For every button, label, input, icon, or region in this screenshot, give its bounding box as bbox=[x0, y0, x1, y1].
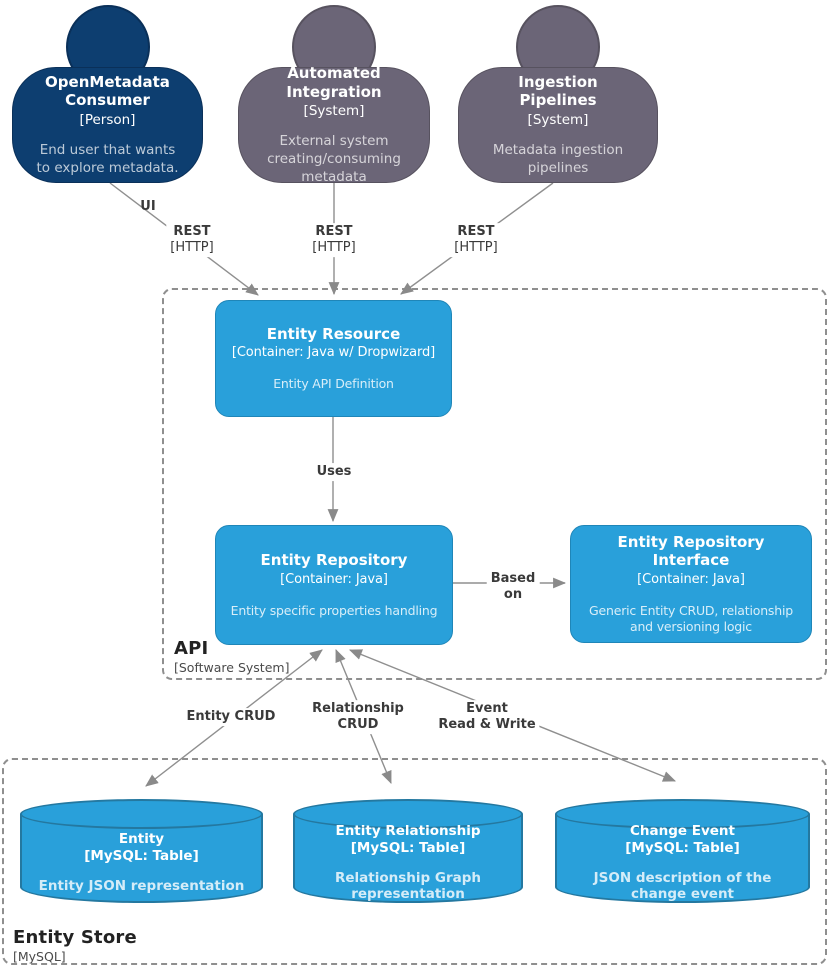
cylinder-top bbox=[555, 799, 810, 829]
actor-title: OpenMetadata Consumer bbox=[45, 72, 170, 110]
container-title: Entity Repository bbox=[260, 551, 408, 569]
system-ingestion-pipelines: Ingestion Pipelines [System] Metadata in… bbox=[458, 5, 658, 183]
system-title: Ingestion Pipelines bbox=[518, 72, 598, 110]
database-entity-relationship-text: Entity Relationship [MySQL: Table] Relat… bbox=[303, 823, 513, 903]
edge-label-rest-1-meta: [HTTP] bbox=[170, 240, 214, 255]
edge-label-relationship-crud-line1: Relationship bbox=[312, 701, 404, 717]
actor-description: End user that wants to explore metadata. bbox=[36, 142, 179, 176]
edge-label-relationship-crud-line2: CRUD bbox=[337, 717, 379, 732]
system-meta: [System] bbox=[527, 112, 589, 129]
container-meta: [Container: Java] bbox=[280, 571, 388, 587]
database-entity: Entity [MySQL: Table] Entity JSON repres… bbox=[20, 799, 263, 903]
database-meta: [MySQL: Table] bbox=[625, 839, 740, 856]
system-meta: [System] bbox=[303, 103, 365, 120]
container-description: Generic Entity CRUD, relationship and ve… bbox=[589, 603, 793, 635]
edge-label-based-on-line2: on bbox=[503, 587, 523, 602]
database-entity-text: Entity [MySQL: Table] Entity JSON repres… bbox=[30, 827, 253, 899]
actor-meta: [Person] bbox=[79, 112, 136, 129]
system-automated-integration-body: Automated Integration [System] External … bbox=[238, 63, 430, 185]
database-meta: [MySQL: Table] bbox=[84, 848, 199, 865]
container-description: Entity API Definition bbox=[273, 376, 394, 392]
actor-openmetadata-consumer-body: OpenMetadata Consumer [Person] End user … bbox=[12, 67, 203, 183]
container-title: Entity Repository Interface bbox=[617, 532, 765, 570]
entity-store-boundary-meta: [MySQL] bbox=[13, 948, 66, 964]
entity-store-boundary-label: Entity Store [MySQL] bbox=[13, 928, 137, 964]
database-title: Change Event bbox=[629, 822, 735, 839]
container-title: Entity Resource bbox=[266, 324, 401, 343]
system-automated-integration: Automated Integration [System] External … bbox=[238, 5, 430, 185]
database-description: Relationship Graph representation bbox=[334, 869, 481, 903]
database-description: JSON description of the change event bbox=[593, 869, 772, 903]
entity-store-boundary-title: Entity Store bbox=[13, 927, 137, 948]
edge-label-uses: Uses bbox=[312, 463, 356, 481]
edge-label-event-line1: Event bbox=[466, 701, 508, 717]
edge-label-entity-crud: Entity CRUD bbox=[182, 708, 280, 726]
edge-label-rest-3-text: REST bbox=[457, 224, 495, 240]
container-entity-repository: Entity Repository [Container: Java] Enti… bbox=[215, 525, 453, 645]
database-meta: [MySQL: Table] bbox=[350, 839, 466, 856]
database-entity-relationship: Entity Relationship [MySQL: Table] Relat… bbox=[293, 799, 523, 903]
container-entity-repository-interface: Entity Repository Interface [Container: … bbox=[570, 525, 812, 643]
edge-label-rest-2-text: REST bbox=[315, 224, 353, 240]
container-meta: [Container: Java] bbox=[637, 572, 745, 587]
database-change-event-text: Change Event [MySQL: Table] JSON descrip… bbox=[565, 823, 800, 903]
edge-label-rest-3-meta: [HTTP] bbox=[454, 240, 498, 255]
edge-label-event-line2: Read & Write bbox=[438, 717, 536, 732]
edge-label-event-read-write: Event Read & Write bbox=[434, 700, 540, 734]
edge-label-ui: UI bbox=[140, 199, 156, 215]
edge-label-based-on-line1: Based bbox=[490, 571, 536, 587]
actor-openmetadata-consumer: OpenMetadata Consumer [Person] End user … bbox=[12, 5, 203, 183]
cylinder-top bbox=[20, 799, 263, 829]
cylinder-top bbox=[293, 799, 523, 829]
edge-label-rest-1: REST [HTTP] bbox=[166, 223, 218, 257]
database-change-event: Change Event [MySQL: Table] JSON descrip… bbox=[555, 799, 810, 903]
api-boundary-meta: [Software System] bbox=[174, 659, 290, 675]
database-title: Entity Relationship bbox=[335, 822, 481, 839]
system-description: Metadata ingestion pipelines bbox=[492, 142, 624, 176]
container-meta: [Container: Java w/ Dropwizard] bbox=[231, 345, 436, 361]
database-description: Entity JSON representation bbox=[38, 877, 245, 894]
database-title: Entity bbox=[118, 831, 165, 848]
system-description: External system creating/consuming metad… bbox=[267, 133, 401, 185]
edge-label-based-on: Based on bbox=[486, 570, 540, 604]
container-description: Entity specific properties handling bbox=[230, 602, 438, 618]
edge-label-relationship-crud: Relationship CRUD bbox=[308, 700, 408, 734]
system-ingestion-pipelines-body: Ingestion Pipelines [System] Metadata in… bbox=[458, 67, 658, 183]
edge-label-rest-1-text: REST bbox=[173, 224, 211, 240]
edge-label-rest-2-meta: [HTTP] bbox=[312, 240, 356, 255]
edge-label-rest-2: REST [HTTP] bbox=[308, 223, 360, 257]
edge-label-rest-3: REST [HTTP] bbox=[450, 223, 502, 257]
container-entity-resource: Entity Resource [Container: Java w/ Drop… bbox=[215, 300, 452, 417]
system-title: Automated Integration bbox=[286, 63, 382, 101]
